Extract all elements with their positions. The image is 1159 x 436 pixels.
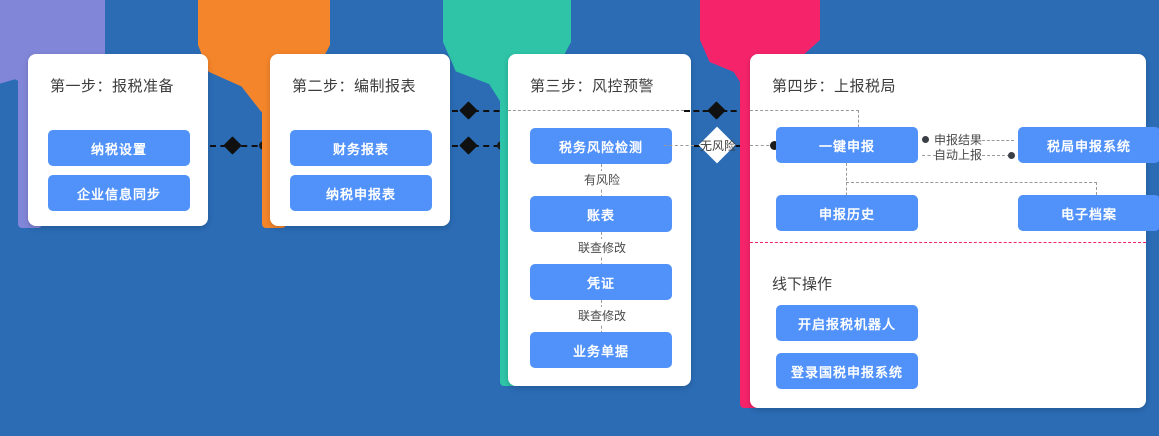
step4-edge-line-auto: [922, 155, 936, 156]
step4-title: 第四步：上报税局: [772, 78, 897, 95]
step4-button-login-national-tax-system[interactable]: 登录国税申报系统: [776, 353, 918, 389]
step4-offline-section-title: 线下操作: [772, 276, 833, 293]
step4-button-tax-bureau-system[interactable]: 税局申报系统: [1018, 127, 1159, 163]
connector-diamond-step3-step4-upper: [707, 101, 726, 120]
step3-button-ledger[interactable]: 账表: [530, 196, 672, 232]
step3-flow-label-review-edit-2: 联查修改: [556, 307, 648, 324]
step1-card: 第一步：报税准备 纳税设置 企业信息同步: [28, 54, 208, 226]
step4-edge-label-auto-upload: 自动上报: [934, 148, 983, 162]
step4-edge-line-result: [982, 140, 1014, 141]
step1-button-company-info-sync[interactable]: 企业信息同步: [48, 175, 190, 211]
step4-top-feed-drop: [858, 110, 859, 137]
connector-label-no-risk: 无风险: [700, 139, 737, 153]
step3-flow-label-review-edit-1: 联查修改: [556, 239, 648, 256]
step4-edge-label-declare-result: 申报结果: [934, 133, 983, 147]
ribbon-body: [0, 0, 105, 64]
connector-step2-to-step3: [452, 145, 510, 147]
step4-card: 第四步：上报税局 一键申报 申报结果 自动上报 税局申报系统 申报历史 电子档案…: [750, 54, 1159, 408]
step4-button-start-tax-robot[interactable]: 开启报税机器人: [776, 305, 918, 341]
connector-diamond-step2-step3: [459, 136, 478, 155]
connector-step2-to-step4-upper: [452, 110, 510, 112]
step2-title: 第二步：编制报表: [292, 78, 417, 95]
step4-section-divider: [750, 242, 1146, 243]
ribbon-body: [198, 0, 330, 45]
step4-cross-to-archive: [846, 182, 1097, 183]
step2-card: 第二步：编制报表 财务报表 纳税申报表: [270, 54, 450, 226]
step3-card: 第三步：风控预警 税务风险检测 有风险 账表 联查修改 凭证 联查修改 业务单据: [508, 54, 691, 386]
connector-step3-top-light: [508, 110, 684, 111]
step1-title: 第一步：报税准备: [50, 78, 175, 95]
step4-button-declare-history[interactable]: 申报历史: [776, 195, 918, 231]
step3-button-business-document[interactable]: 业务单据: [530, 332, 672, 368]
connector-diamond-step1-step2: [223, 136, 242, 155]
step4-left-feed-dot: [770, 141, 779, 150]
step4-left-feed-line: [750, 145, 780, 146]
ribbon-body: [700, 0, 820, 40]
step2-button-tax-return-form[interactable]: 纳税申报表: [290, 175, 432, 211]
step3-title: 第三步：风控预警: [530, 78, 655, 95]
connector-step3-risk-light: [664, 145, 694, 146]
step4-edge-dot-auto: [1008, 152, 1015, 159]
step3-flow-label-has-risk: 有风险: [556, 171, 648, 188]
step3-button-voucher[interactable]: 凭证: [530, 264, 672, 300]
step4-button-one-click-declare[interactable]: 一键申报: [776, 127, 918, 163]
step1-button-tax-settings[interactable]: 纳税设置: [48, 130, 190, 166]
ribbon-body: [443, 0, 571, 42]
step4-top-feed-line: [750, 110, 859, 111]
step4-button-electronic-archive[interactable]: 电子档案: [1018, 195, 1159, 231]
step4-edge-line-auto2: [982, 155, 1010, 156]
step3-button-tax-risk-detection[interactable]: 税务风险检测: [530, 128, 672, 164]
step4-edge-dot-result: [922, 136, 929, 143]
step4-drop-to-history: [846, 163, 847, 210]
step2-button-financial-statement[interactable]: 财务报表: [290, 130, 432, 166]
